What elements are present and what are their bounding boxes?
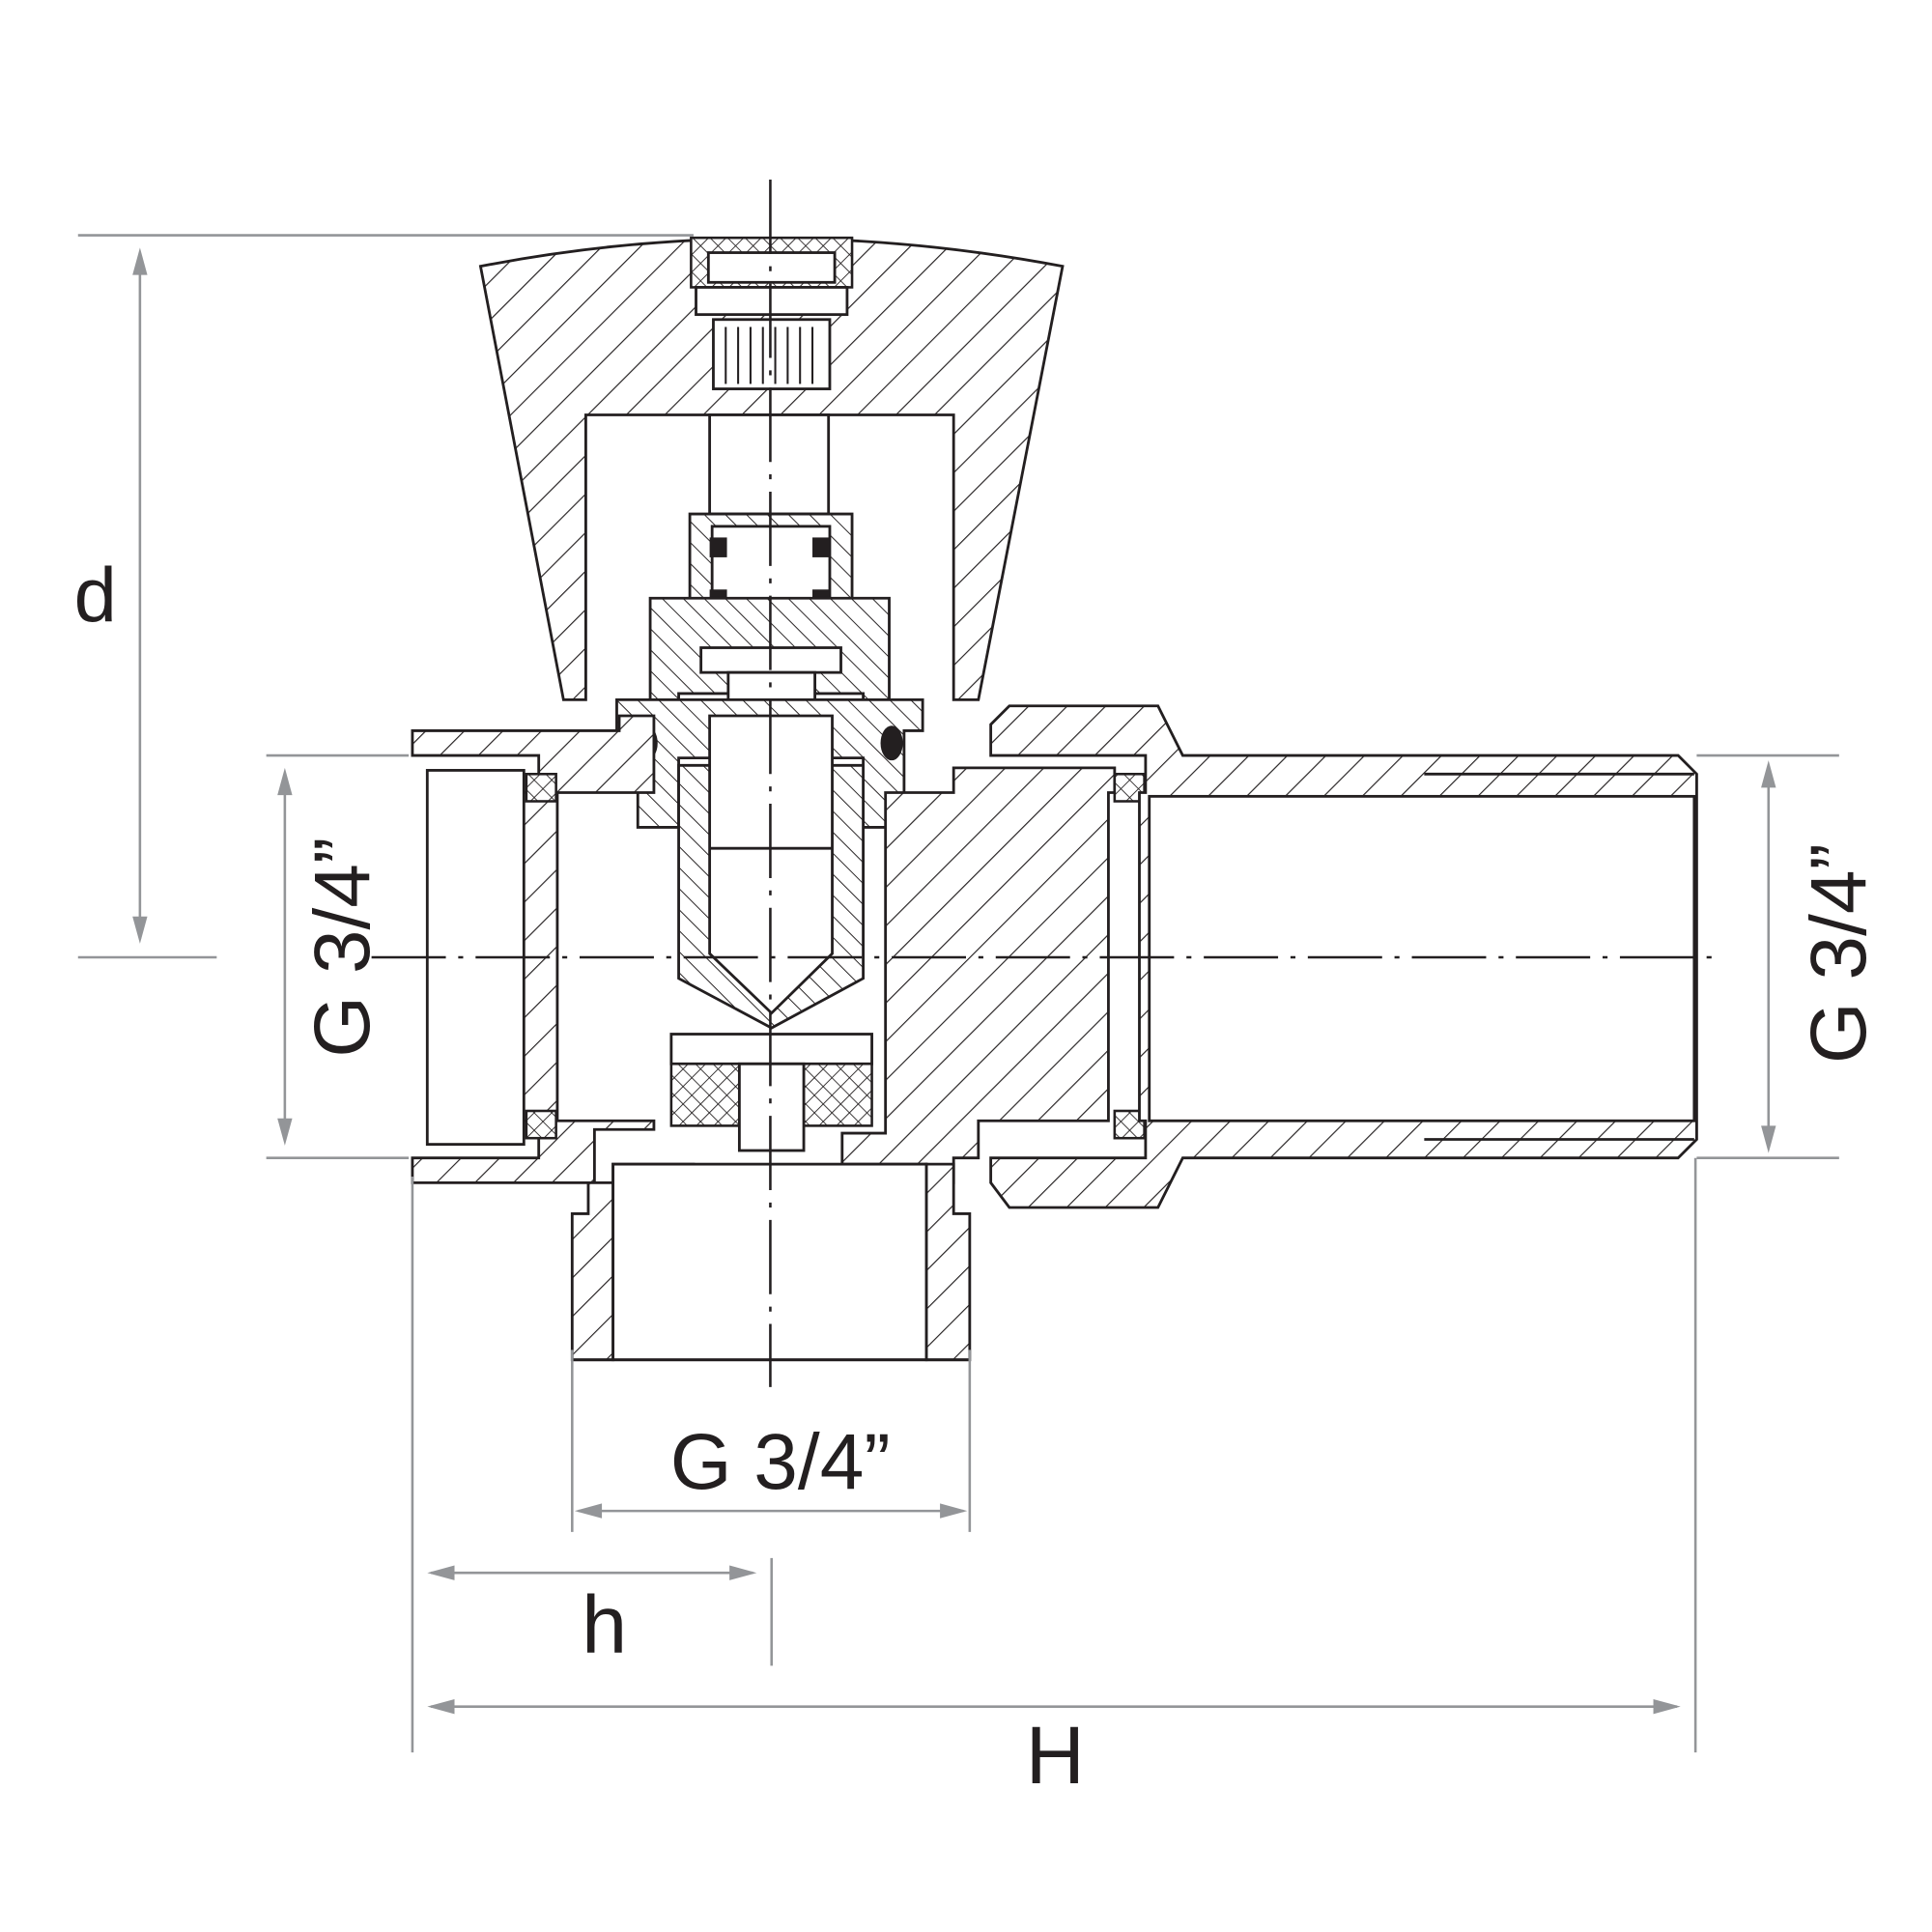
dimension-d-label: d [74, 553, 117, 639]
handle-cap [478, 236, 1065, 701]
dimension-h-label: h [582, 1577, 627, 1669]
right-thread-label: G 3/4” [1795, 843, 1883, 1064]
left-thread-label: G 3/4” [298, 838, 386, 1058]
bottom-thread-label: G 3/4” [670, 1418, 891, 1506]
dimension-lines [77, 234, 1839, 1753]
dimension-H-label: H [1026, 1709, 1085, 1801]
